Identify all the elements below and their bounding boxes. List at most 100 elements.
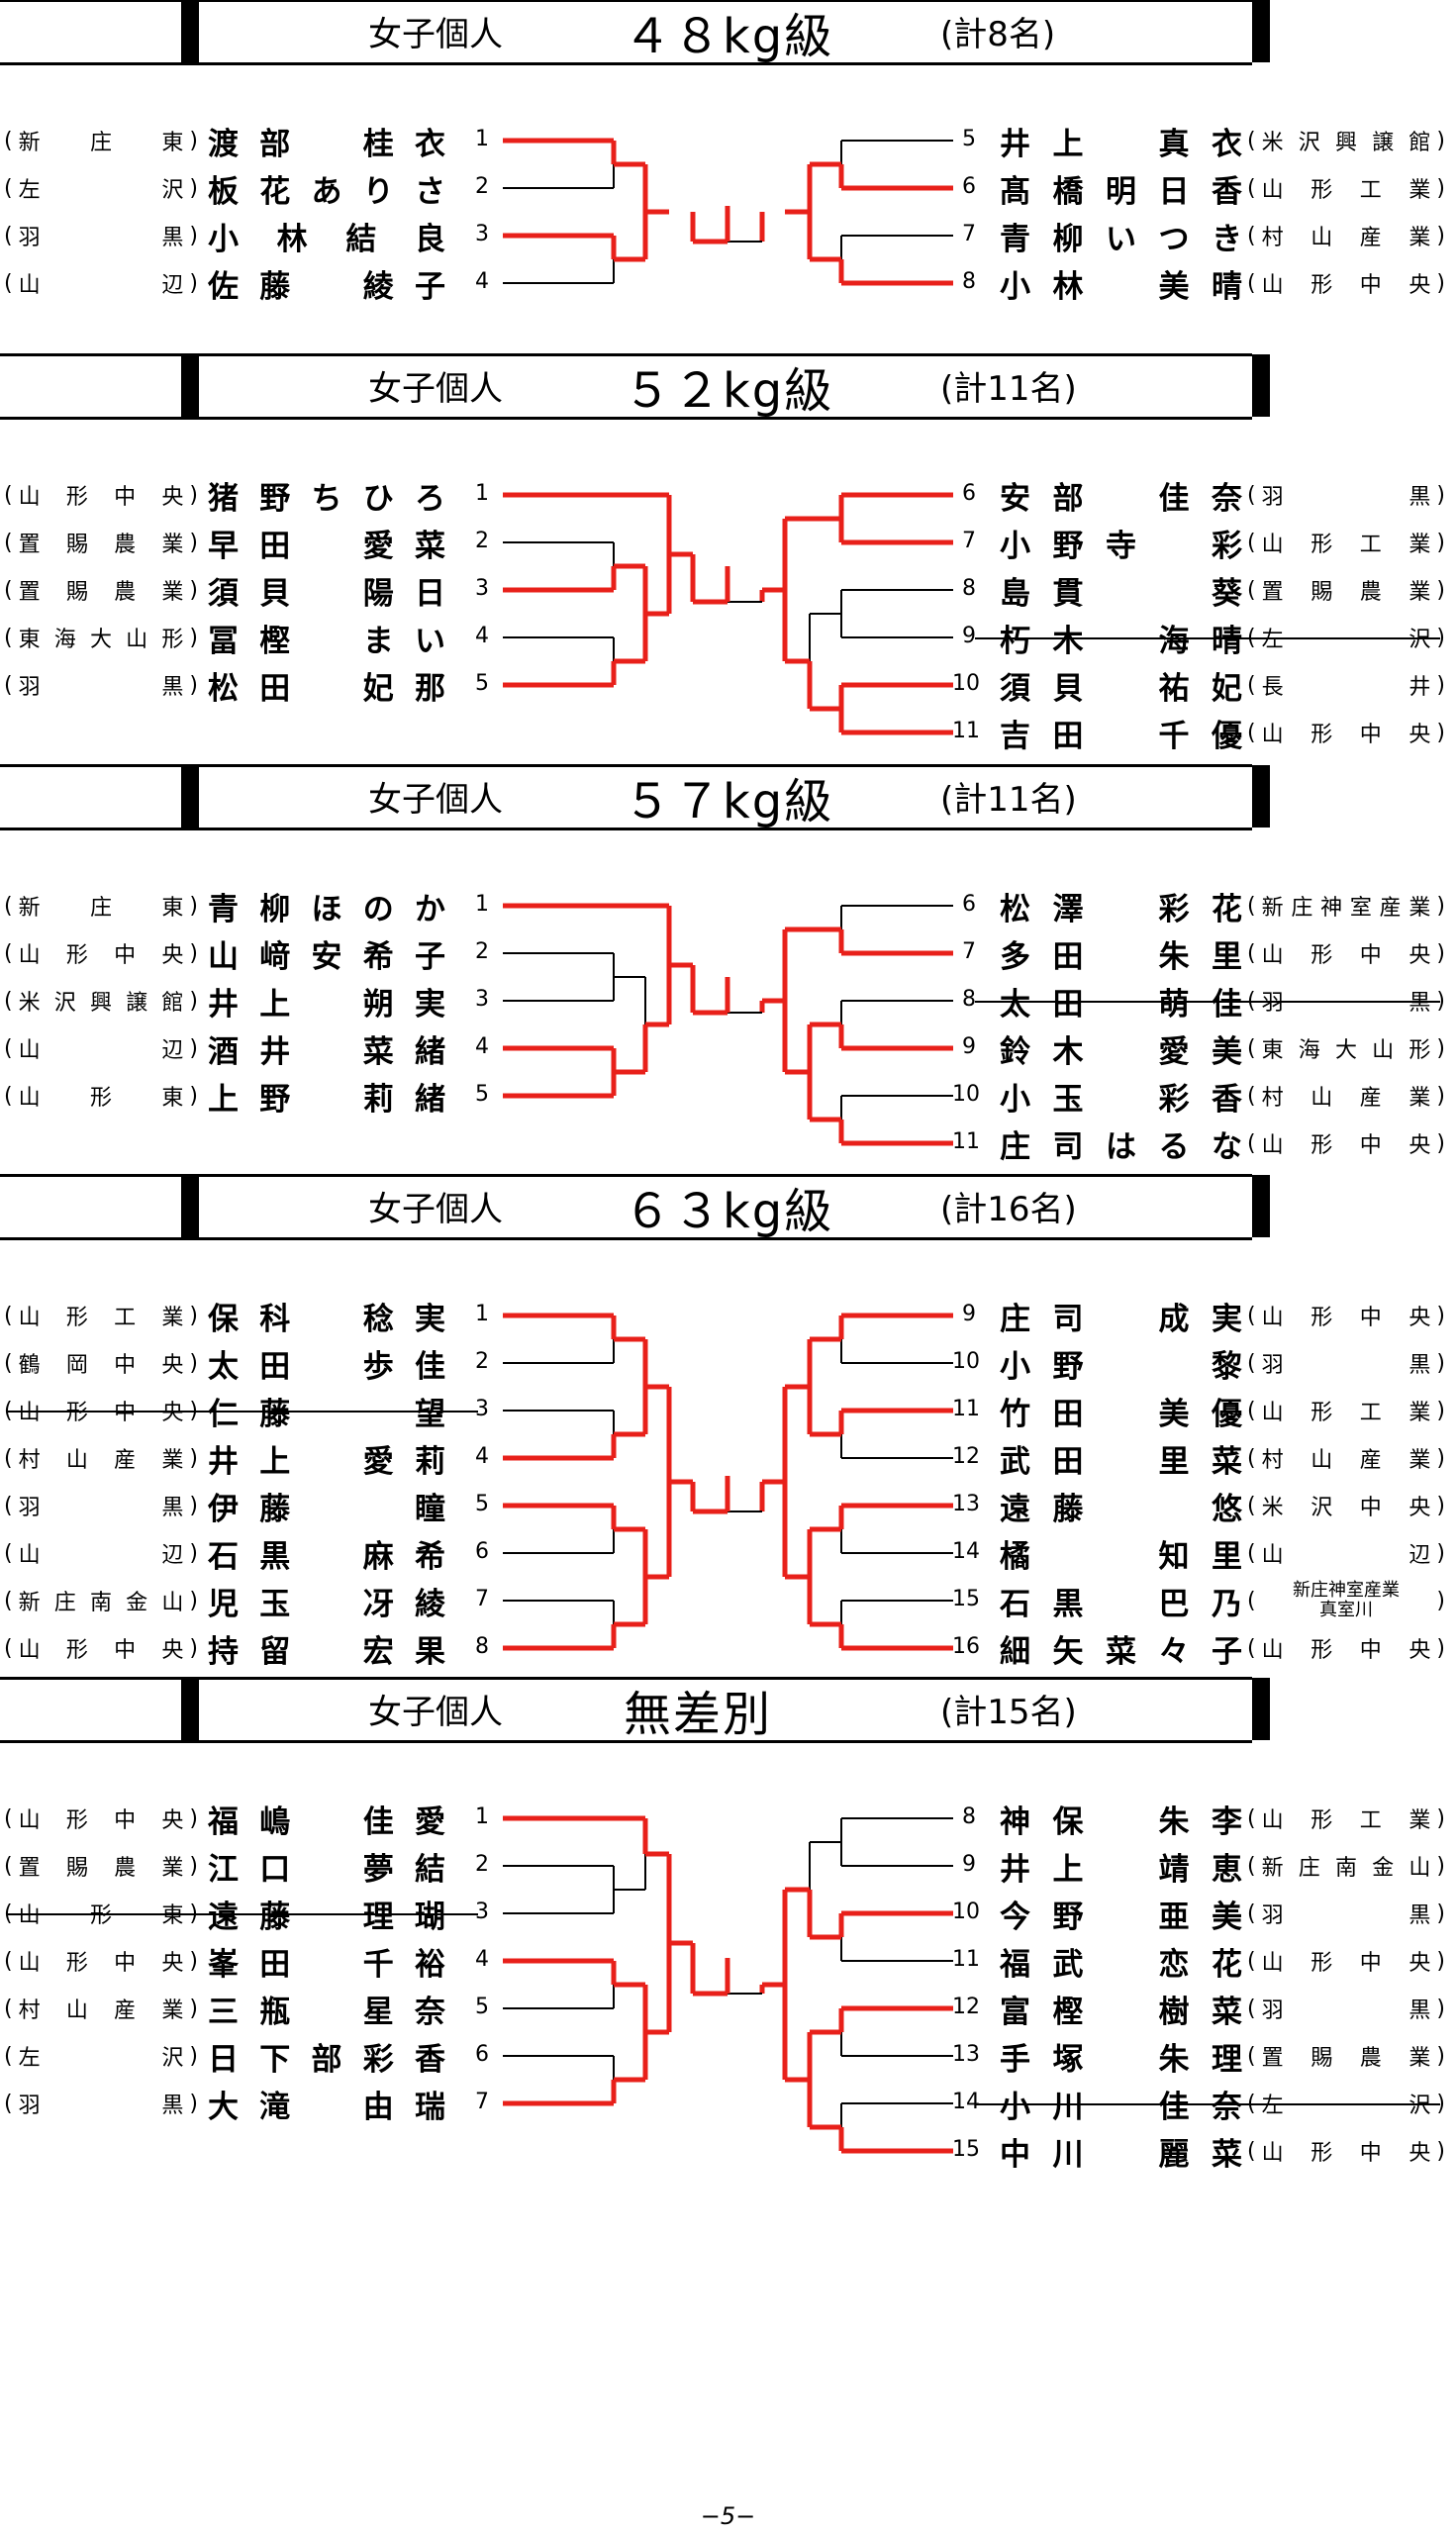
seed-number: 7 (962, 939, 976, 964)
competitor-name: 井上 朔実 (208, 986, 445, 1023)
school-name: (羽黒) (1247, 1350, 1445, 1379)
header-top-line (0, 764, 1252, 767)
school-name: (山形工業) (1247, 530, 1445, 558)
seed-number: 9 (962, 624, 976, 648)
competitor-name: 渡部 桂衣 (208, 126, 445, 162)
competitor-name: 青柳ほのか (208, 891, 445, 927)
competitor-name: 小林 美晴 (1000, 268, 1242, 305)
seed-number: 6 (475, 1539, 489, 1564)
seed-number: 5 (475, 1082, 489, 1107)
competitor-name: 須貝 祐妃 (1000, 670, 1242, 707)
school-name: (山辺) (4, 270, 198, 299)
seed-number: 3 (475, 987, 489, 1012)
header-bottom-line (0, 828, 1252, 830)
school-name: (山辺) (1247, 1540, 1445, 1569)
school-name: (村山産業) (4, 1445, 198, 1474)
seed-number: 1 (475, 481, 489, 506)
school-name: (米沢興譲館) (4, 988, 198, 1017)
school-name: (羽黒) (1247, 1996, 1445, 2024)
school-name: (村山産業) (1247, 1445, 1445, 1474)
school-name: (山形工業) (1247, 175, 1445, 204)
competitor-name: 冨樫 まい (208, 623, 445, 659)
competitor-name: 井上 愛莉 (208, 1443, 445, 1480)
seed-number: 14 (952, 2090, 980, 2114)
competitor-name: 福武 恋花 (1000, 1946, 1242, 1983)
withdrawn-strikethrough (8, 1913, 478, 1915)
competitor-name: 遠藤 悠 (1000, 1491, 1242, 1527)
competitor-name: 竹田 美優 (1000, 1396, 1242, 1432)
seed-number: 12 (952, 1444, 980, 1469)
competitor-name: 島貫 葵 (1000, 575, 1242, 612)
seed-number: 11 (952, 1397, 980, 1421)
weight-class: ５２kg級 (624, 362, 834, 419)
competitor-name: 板花ありさ (208, 173, 445, 210)
division-label: 女子個人 (368, 15, 503, 54)
competitor-name: 佐藤 綾子 (208, 268, 445, 305)
school-name: (山辺) (4, 1035, 198, 1064)
entrant-count: (計16名) (940, 1190, 1077, 1229)
seed-number: 6 (962, 892, 976, 917)
competitor-name: 伊藤 瞳 (208, 1491, 445, 1527)
school-name: (羽黒) (4, 2091, 198, 2119)
school-name: (山形工業) (4, 1303, 198, 1331)
seed-number: 7 (475, 2090, 489, 2114)
header-bar-right (1252, 354, 1270, 417)
seed-number: 5 (475, 1492, 489, 1516)
seed-number: 9 (962, 1034, 976, 1059)
competitor-name: 鈴木 愛美 (1000, 1033, 1242, 1070)
competitor-name: 小野寺 彩 (1000, 528, 1242, 564)
school-name: (置賜農業) (4, 577, 198, 606)
competitor-name: 保科 稔実 (208, 1301, 445, 1337)
weight-class: ６３kg級 (624, 1183, 834, 1239)
competitor-name: 富樫 樹菜 (1000, 1994, 1242, 2030)
seed-number: 5 (475, 1995, 489, 2019)
school-name: (山形中央) (1247, 720, 1445, 748)
school-name: (新庄東) (4, 893, 198, 922)
header-bar-right (1252, 1175, 1270, 1237)
competitor-name: 青柳いつき (1000, 221, 1242, 257)
seed-number: 2 (475, 174, 489, 199)
seed-number: 3 (475, 1900, 489, 1924)
competitor-name: 吉田 千優 (1000, 718, 1242, 754)
seed-number: 2 (475, 529, 489, 553)
seed-number: 1 (475, 892, 489, 917)
competitor-name: 江口 夢結 (208, 1851, 445, 1888)
header-bar-right (1252, 765, 1270, 828)
school-name: (新庄神室産業) (1247, 893, 1445, 922)
school-name: (置賜農業) (1247, 577, 1445, 606)
seed-number: 5 (962, 127, 976, 151)
school-name: (新庄南金山) (1247, 1853, 1445, 1882)
header-bar-right (1252, 1678, 1270, 1740)
entrant-count: (計15名) (940, 1693, 1077, 1732)
competitor-name: 多田 朱里 (1000, 938, 1242, 975)
withdrawn-strikethrough (975, 2103, 1440, 2105)
seed-number: 8 (962, 576, 976, 601)
school-name: (東海大山形) (4, 625, 198, 653)
seed-number: 1 (475, 1302, 489, 1326)
competitor-name: 福嶋 佳愛 (208, 1803, 445, 1840)
school-name: (村山産業) (1247, 1083, 1445, 1112)
competitor-name: 手塚 朱理 (1000, 2041, 1242, 2078)
competitor-name: 小川 佳奈 (1000, 2089, 1242, 2125)
school-name: (鶴岡中央) (4, 1350, 198, 1379)
seed-number: 6 (475, 2042, 489, 2067)
school-name: (山形中央) (1247, 1948, 1445, 1977)
header-bar-left (181, 1175, 199, 1237)
school-name: (山形中央) (1247, 940, 1445, 969)
seed-number: 13 (952, 2042, 980, 2067)
competitor-name: 小野 黎 (1000, 1348, 1242, 1385)
competitor-name: 遠藤 理瑚 (208, 1899, 445, 1935)
competitor-name: 神保 朱李 (1000, 1803, 1242, 1840)
competitor-name: 橘 知里 (1000, 1538, 1242, 1575)
competitor-name: 石黒 巴乃 (1000, 1586, 1242, 1622)
header-bar-left (181, 765, 199, 828)
competitor-name: 中川 麗菜 (1000, 2136, 1242, 2173)
header-bar-left (181, 0, 199, 62)
header-bar-right (1252, 0, 1270, 62)
school-name: (山形工業) (1247, 1805, 1445, 1834)
competitor-name: 髙橋明日香 (1000, 173, 1242, 210)
school-name: (村山産業) (1247, 223, 1445, 251)
competitor-name: 仁藤 望 (208, 1396, 445, 1432)
school-name: (村山産業) (4, 1996, 198, 2024)
